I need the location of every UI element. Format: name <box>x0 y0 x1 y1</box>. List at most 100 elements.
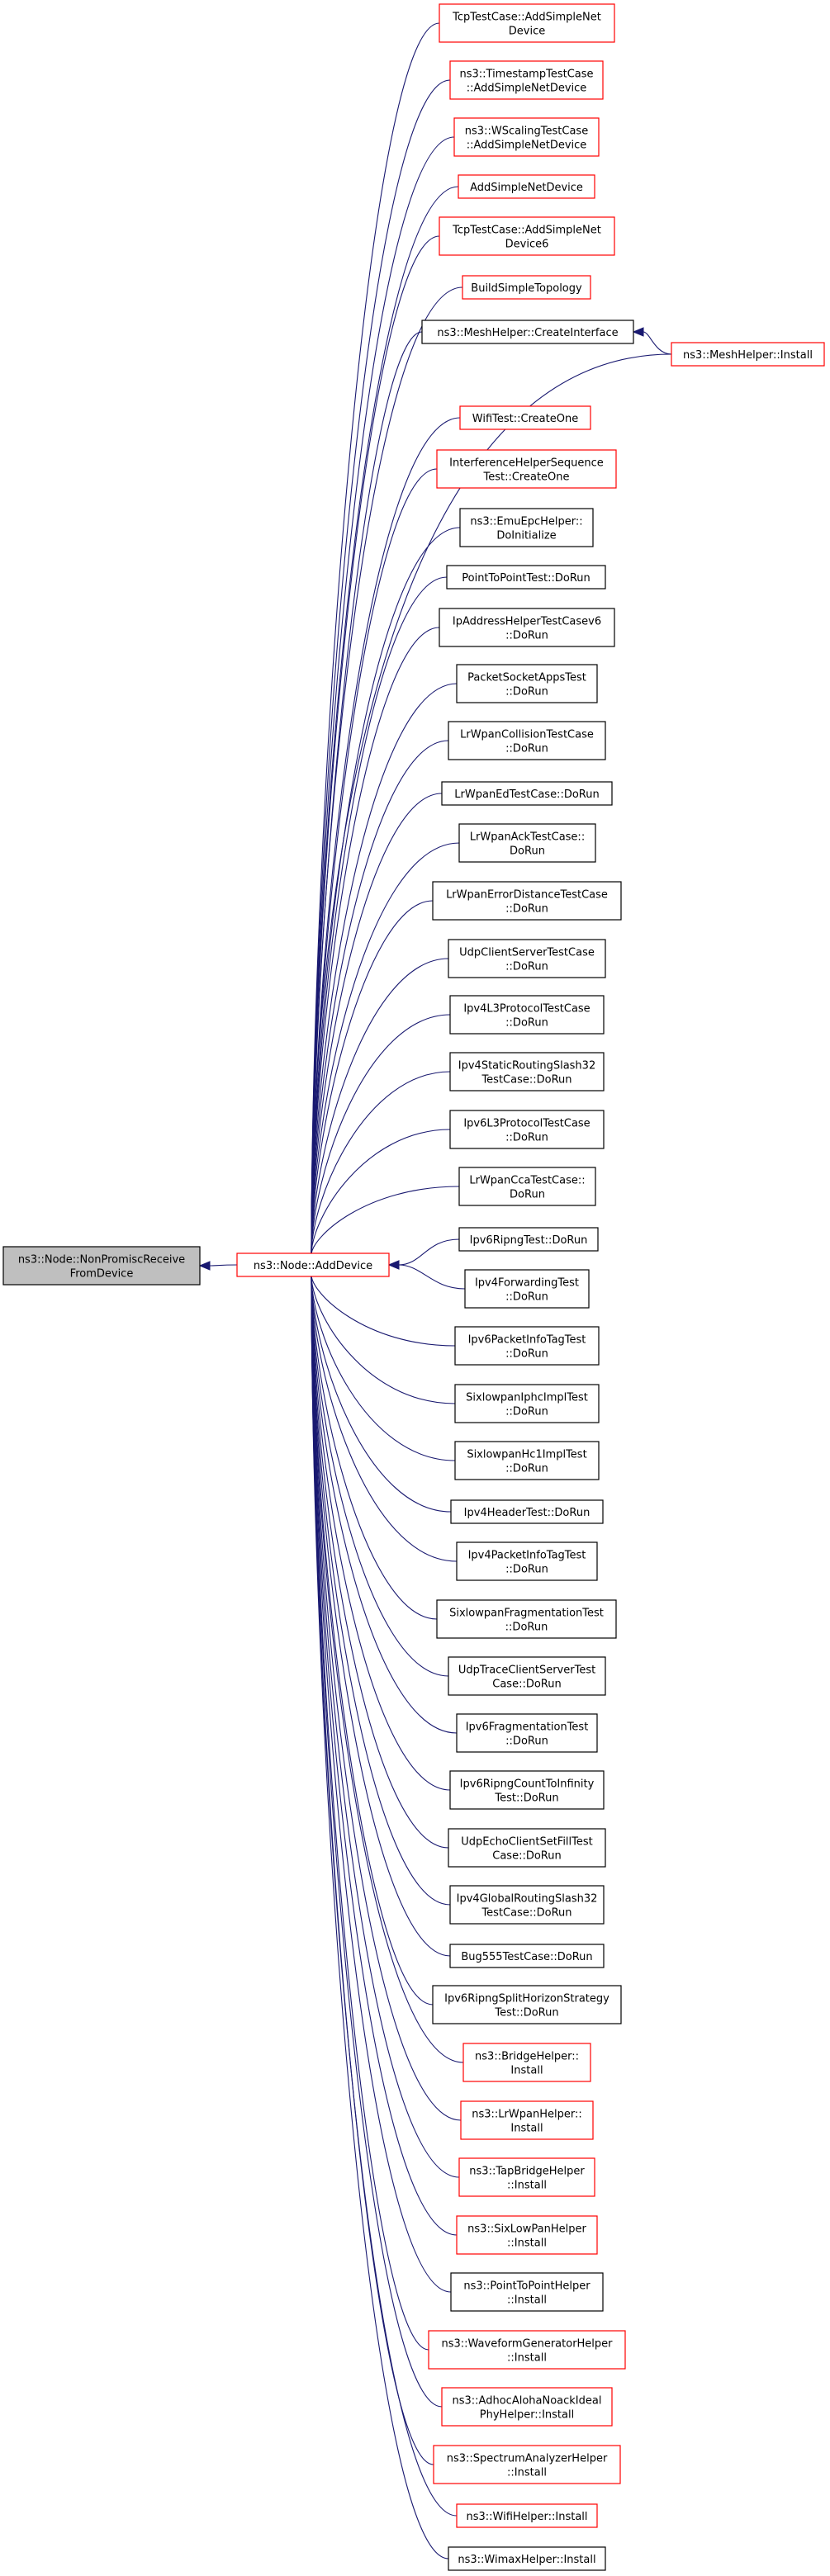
node-adddevice[interactable]: ns3::Node::AddDevice <box>236 1252 390 1277</box>
node-sixhc1[interactable]: SixlowpanHc1ImplTest::DoRun <box>454 1441 600 1480</box>
node-box <box>441 2387 613 2427</box>
node-label: ::Install <box>507 2237 547 2250</box>
node-ipv6frag[interactable]: Ipv6FragmentationTest::DoRun <box>456 1713 598 1753</box>
node-label: UdpTraceClientServerTest <box>458 1664 595 1677</box>
node-bridge[interactable]: ns3::BridgeHelper::Install <box>462 2043 591 2082</box>
edge-line <box>398 1238 460 1266</box>
node-label: ns3::WaveformGeneratorHelper <box>441 2338 613 2351</box>
node-label: ::DoRun <box>505 1564 548 1576</box>
node-box <box>448 1656 606 1696</box>
edge-line <box>311 1274 456 1461</box>
node-ipv4pkt[interactable]: Ipv4PacketInfoTagTest::DoRun <box>456 1541 598 1581</box>
node-label: ::Install <box>507 2352 547 2365</box>
node-wifitest[interactable]: WifiTest::CreateOne <box>459 405 591 430</box>
edge-line <box>643 331 672 355</box>
node-box <box>458 2157 595 2197</box>
node-timestamp[interactable]: ns3::TimestampTestCase::AddSimpleNetDevi… <box>449 60 604 100</box>
node-box <box>433 2445 621 2484</box>
node-label: PhyHelper::Install <box>480 2409 574 2422</box>
node-label: LrWpanCollisionTestCase <box>460 729 594 741</box>
node-lred[interactable]: LrWpanEdTestCase::DoRun <box>441 781 613 806</box>
node-ipv4fwd[interactable]: Ipv4ForwardingTest::DoRun <box>464 1269 590 1309</box>
edge-line <box>311 1274 456 1347</box>
node-ipv6ripng[interactable]: Ipv6RipngTest::DoRun <box>458 1227 599 1252</box>
node-sixfrag[interactable]: SixlowpanFragmentationTest::DoRun <box>436 1599 617 1639</box>
node-lrwpanhelper[interactable]: ns3::LrWpanHelper::Install <box>460 2100 594 2140</box>
edge-ripngcount-to-adddevice <box>306 1263 451 1791</box>
node-waveform[interactable]: ns3::WaveformGeneratorHelper::Install <box>428 2330 626 2370</box>
node-emuepc[interactable]: ns3::EmuEpcHelper::DoInitialize <box>459 508 594 547</box>
node-label: ns3::BridgeHelper:: <box>475 2051 579 2063</box>
node-lrack[interactable]: LrWpanAckTestCase::DoRun <box>458 823 596 863</box>
node-box <box>439 3 615 43</box>
node-ipv6pkt[interactable]: Ipv6PacketInfoTagTest::DoRun <box>454 1326 600 1366</box>
edge-line <box>311 1274 452 2293</box>
node-label: ns3::MeshHelper::CreateInterface <box>437 327 618 339</box>
node-ipv6l3[interactable]: Ipv6L3ProtocolTestCase::DoRun <box>449 1110 605 1149</box>
node-box <box>439 216 615 256</box>
node-label: ns3::SpectrumAnalyzerHelper <box>447 2453 608 2465</box>
edge-line <box>311 235 440 1256</box>
edge-line <box>311 793 443 1256</box>
node-label: ns3::WimaxHelper::Install <box>458 2554 595 2566</box>
node-adhoc[interactable]: ns3::AdhocAlohaNoackIdealPhyHelper::Inst… <box>441 2387 613 2427</box>
node-tapbridge[interactable]: ns3::TapBridgeHelper::Install <box>458 2157 595 2197</box>
node-meshcreate[interactable]: ns3::MeshHelper::CreateInterface <box>421 320 634 344</box>
node-sixiphc[interactable]: SixlowpanIphcImplTest::DoRun <box>454 1384 600 1423</box>
node-box <box>449 1052 605 1091</box>
node-tcp1[interactable]: TcpTestCase::AddSimpleNetDevice <box>439 3 615 43</box>
edge-line <box>311 1274 438 1620</box>
node-bug555[interactable]: Bug555TestCase::DoRun <box>449 1944 605 1968</box>
edge-adddevice-to-nonpromisc <box>198 1261 238 1271</box>
node-ipv4header[interactable]: Ipv4HeaderTest::DoRun <box>450 1499 604 1524</box>
node-box <box>459 405 591 430</box>
node-box <box>441 781 613 806</box>
node-p2phelper[interactable]: ns3::PointToPointHelper::Install <box>450 2272 604 2312</box>
node-lrerror[interactable]: LrWpanErrorDistanceTestCase::DoRun <box>432 881 622 921</box>
edge-line <box>311 331 423 1256</box>
node-lrcollision[interactable]: LrWpanCollisionTestCase::DoRun <box>448 721 606 760</box>
node-box <box>454 1326 600 1366</box>
node-addsimple[interactable]: AddSimpleNetDevice <box>458 174 595 199</box>
node-meshinstall[interactable]: ns3::MeshHelper::Install <box>671 342 825 367</box>
node-box <box>458 1167 596 1206</box>
node-wimax[interactable]: ns3::WimaxHelper::Install <box>448 2546 606 2571</box>
node-lrcca[interactable]: LrWpanCcaTestCase::DoRun <box>458 1167 596 1206</box>
edge-adhoc-to-adddevice <box>306 1263 443 2408</box>
node-sixlowpanhelper[interactable]: ns3::SixLowPanHelper::Install <box>456 2215 598 2255</box>
node-box <box>453 117 600 157</box>
edge-wifihelper-to-adddevice <box>306 1263 458 2517</box>
node-box <box>454 1384 600 1423</box>
edge-tapbridge-to-adddevice <box>306 1263 460 2178</box>
node-interference[interactable]: InterferenceHelperSequenceTest::CreateOn… <box>436 449 617 489</box>
edge-line <box>311 1274 434 2005</box>
node-wifihelper[interactable]: ns3::WifiHelper::Install <box>456 2503 598 2528</box>
edge-meshcreate-to-adddevice <box>306 331 423 1267</box>
node-p2ptest[interactable]: PointToPointTest::DoRun <box>446 565 606 590</box>
node-wscaling[interactable]: ns3::WScalingTestCase::AddSimpleNetDevic… <box>453 117 600 157</box>
node-label: TestCase::DoRun <box>481 1074 572 1087</box>
edge-tcp6-to-adddevice <box>306 235 440 1267</box>
node-udpcs[interactable]: UdpClientServerTestCase::DoRun <box>448 939 606 978</box>
node-label: Test::CreateOne <box>482 471 569 484</box>
arrowhead <box>632 327 644 337</box>
edge-line <box>311 1274 456 1404</box>
node-packetsocket[interactable]: PacketSocketAppsTest::DoRun <box>456 664 598 703</box>
node-buildsimple[interactable]: BuildSimpleTopology <box>462 275 591 300</box>
node-spectrum[interactable]: ns3::SpectrumAnalyzerHelper::Install <box>433 2445 621 2484</box>
node-label: Ipv6RipngSplitHorizonStrategy <box>444 1993 609 2005</box>
node-label: AddSimpleNetDevice <box>470 182 583 194</box>
node-box <box>456 664 598 703</box>
node-ipaddr[interactable]: IpAddressHelperTestCasev6::DoRun <box>439 608 615 647</box>
node-label: PacketSocketAppsTest <box>467 672 586 684</box>
node-ipv4l3[interactable]: Ipv4L3ProtocolTestCase::DoRun <box>449 995 605 1035</box>
edge-line <box>311 958 449 1256</box>
